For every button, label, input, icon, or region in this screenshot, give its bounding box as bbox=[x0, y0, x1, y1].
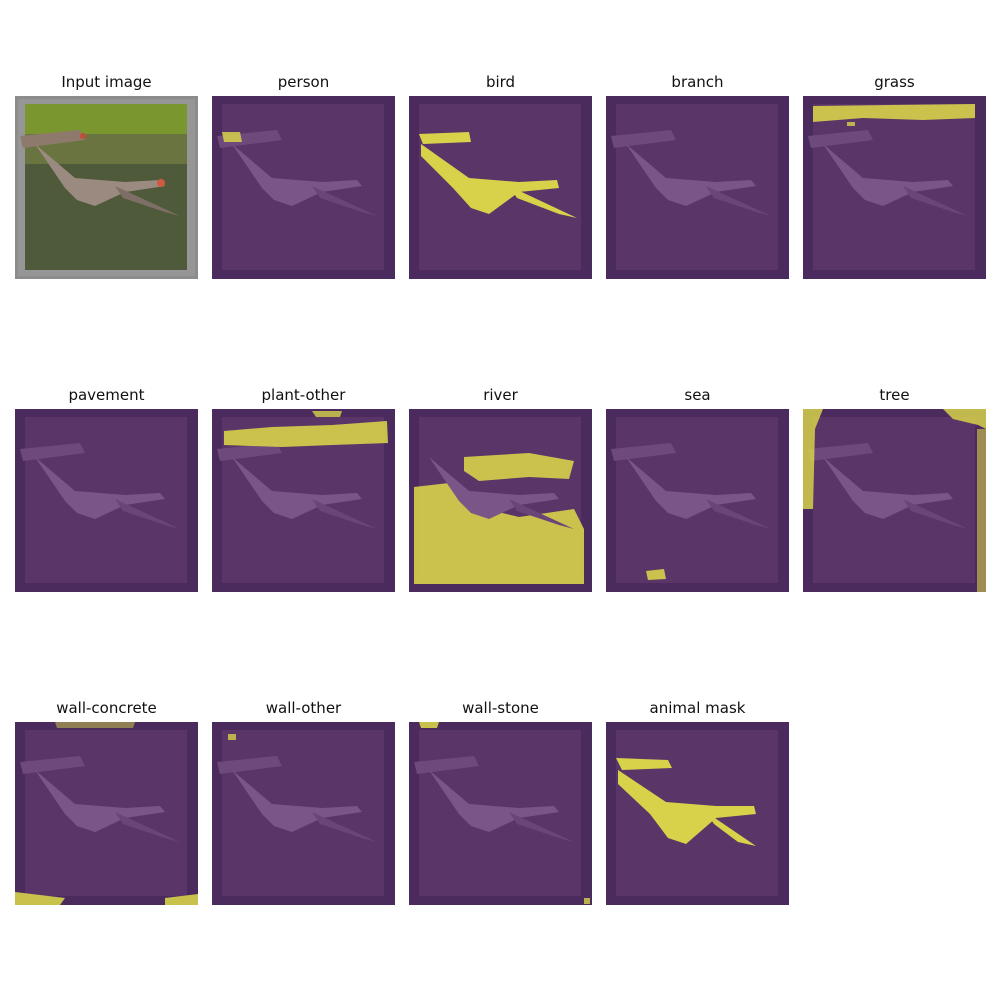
overlay-tree bbox=[803, 409, 986, 592]
panel-sea: sea bbox=[606, 386, 789, 592]
overlay-person bbox=[212, 96, 395, 279]
panel-title: bird bbox=[485, 73, 516, 91]
panel-grass: grass bbox=[803, 73, 986, 279]
panel-title: wall-other bbox=[265, 699, 342, 717]
panel-title: Input image bbox=[61, 73, 152, 91]
panel-title: animal mask bbox=[649, 699, 746, 717]
overlay-grass bbox=[803, 96, 986, 279]
panel-title: grass bbox=[874, 73, 915, 91]
panel-title: tree bbox=[879, 386, 910, 404]
overlay-animal-mask bbox=[606, 722, 789, 905]
panel-title: wall-concrete bbox=[56, 699, 157, 717]
overlay-wall-other bbox=[212, 722, 395, 905]
panel-wall-stone: wall-stone bbox=[409, 699, 592, 905]
panel-wall-other: wall-other bbox=[212, 699, 395, 905]
panel-wall-concrete: wall-concrete bbox=[15, 699, 198, 905]
input-image bbox=[15, 96, 198, 279]
panel-title: person bbox=[277, 73, 330, 91]
overlay-pavement bbox=[15, 409, 198, 592]
panel-bird: bird bbox=[409, 73, 592, 279]
panel-title: branch bbox=[671, 73, 724, 91]
panel-river: river bbox=[409, 386, 592, 592]
panel-person: person bbox=[212, 73, 395, 279]
overlay-bird bbox=[409, 96, 592, 279]
panel-title: pavement bbox=[68, 386, 145, 404]
overlay-sea bbox=[606, 409, 789, 592]
overlay-branch bbox=[606, 96, 789, 279]
panel-title: wall-stone bbox=[462, 699, 539, 717]
overlay-wall-stone bbox=[409, 722, 592, 905]
panel-title: plant-other bbox=[261, 386, 346, 404]
overlay-plant-other bbox=[212, 409, 395, 592]
panel-input-image: Input image bbox=[15, 73, 198, 279]
overlay-wall-concrete bbox=[15, 722, 198, 905]
panel-title: sea bbox=[684, 386, 711, 404]
panel-branch: branch bbox=[606, 73, 789, 279]
panel-title: river bbox=[483, 386, 518, 404]
panel-plant-other: plant-other bbox=[212, 386, 395, 592]
overlay-river bbox=[409, 409, 592, 592]
panel-pavement: pavement bbox=[15, 386, 198, 592]
panel-tree: tree bbox=[803, 386, 986, 592]
panel-animal-mask: animal mask bbox=[606, 699, 789, 905]
